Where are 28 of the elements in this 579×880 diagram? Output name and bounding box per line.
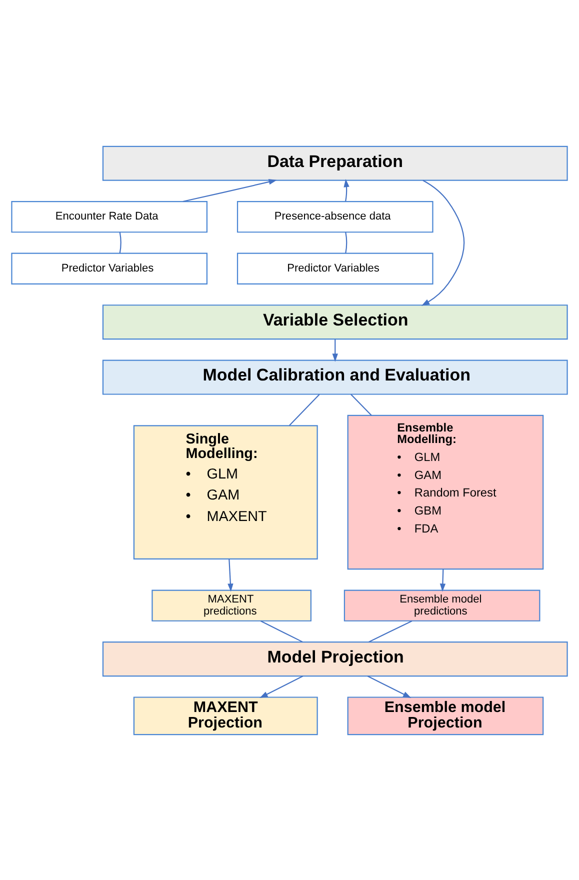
node-box: Variable Selection xyxy=(102,304,568,340)
node-box: MAXENT Projection xyxy=(133,696,318,735)
node-box: Single Modelling: • GLM • GAM • MAXENT xyxy=(133,424,318,559)
node-box: Model Calibration and Evaluation xyxy=(102,359,568,394)
connector xyxy=(288,393,320,426)
arrow xyxy=(344,178,350,201)
node-box: Predictor Variables xyxy=(236,252,434,284)
arrow xyxy=(332,338,338,362)
arrow xyxy=(367,675,412,698)
node-box: Model Projection xyxy=(102,641,568,676)
node-box: Predictor Variables xyxy=(11,252,208,284)
arrow xyxy=(182,178,277,202)
arrow xyxy=(421,179,465,306)
node-box: Presence-absence data xyxy=(236,200,434,232)
node-box: Data Preparation xyxy=(102,145,568,180)
arrow xyxy=(228,558,234,592)
connector xyxy=(119,232,122,253)
node-box: Ensemble Modelling: • GLM • GAM • Random Forest • GBM • FDA xyxy=(347,414,544,570)
connector xyxy=(260,620,303,642)
node-box: Encounter Rate Data xyxy=(11,200,208,232)
node-box: MAXENT predictions xyxy=(152,589,312,621)
node-box: Ensemble model Projection xyxy=(347,696,544,735)
node-box: Ensemble model predictions xyxy=(344,589,540,621)
connector xyxy=(368,620,412,642)
connector xyxy=(345,232,348,253)
arrow xyxy=(440,568,446,592)
arrow xyxy=(260,675,304,698)
connector xyxy=(350,393,372,416)
